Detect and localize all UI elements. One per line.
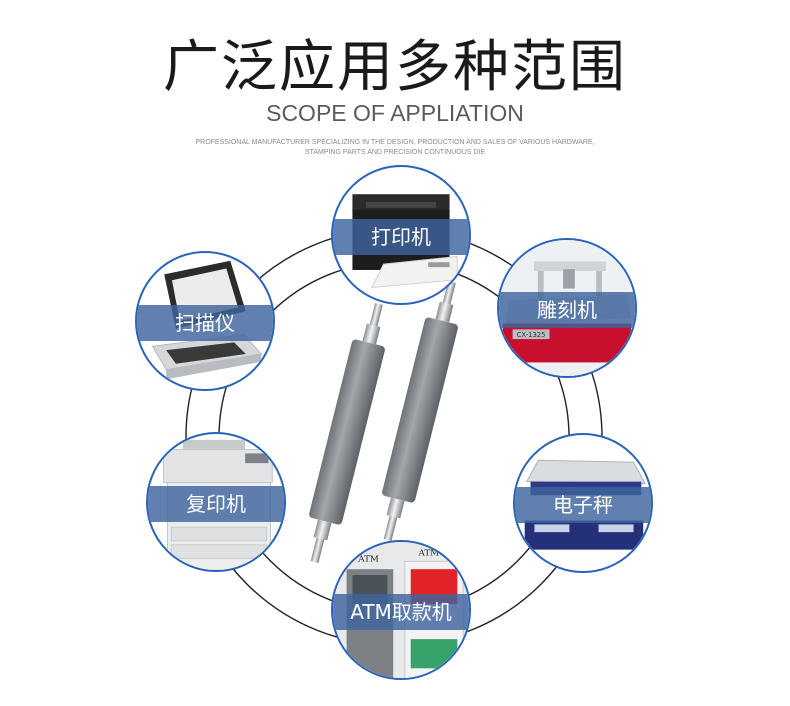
application-label: 复印机 <box>148 486 284 522</box>
application-printer: 打印机 <box>331 165 471 305</box>
application-engraving-machine: CX-1325 雕刻机 <box>497 238 637 378</box>
application-atm: ATM ATM ATM取款机 <box>331 540 471 680</box>
application-copier: 复印机 <box>146 432 286 572</box>
application-label: 雕刻机 <box>499 292 635 328</box>
atm-sign-left: ATM <box>357 554 379 564</box>
application-scanner: 扫描仪 <box>135 251 275 391</box>
electronic-scale-icon <box>524 459 646 550</box>
company-description: PROFESSIONAL MANUFACTURER SPECIALIZING I… <box>150 138 640 158</box>
description-line-1: PROFESSIONAL MANUFACTURER SPECIALIZING I… <box>195 139 595 146</box>
page-subtitle: SCOPE OF APPLIATION <box>266 100 524 126</box>
roller-right <box>382 280 458 541</box>
application-label: 打印机 <box>333 219 469 255</box>
application-label: 扫描仪 <box>137 305 273 341</box>
application-label: ATM取款机 <box>333 594 469 630</box>
atm-sign-right: ATM <box>417 549 439 559</box>
page-title: 广泛应用多种范围 <box>163 35 627 100</box>
application-label: 电子秤 <box>515 487 651 523</box>
application-electronic-scale: 电子秤 <box>513 433 653 573</box>
description-line-2: STAMPING PARTS AND PRECISION CONTINUOUS … <box>304 149 486 156</box>
roller-left <box>309 302 385 563</box>
engraver-plate-text: CX-1325 <box>517 331 546 339</box>
